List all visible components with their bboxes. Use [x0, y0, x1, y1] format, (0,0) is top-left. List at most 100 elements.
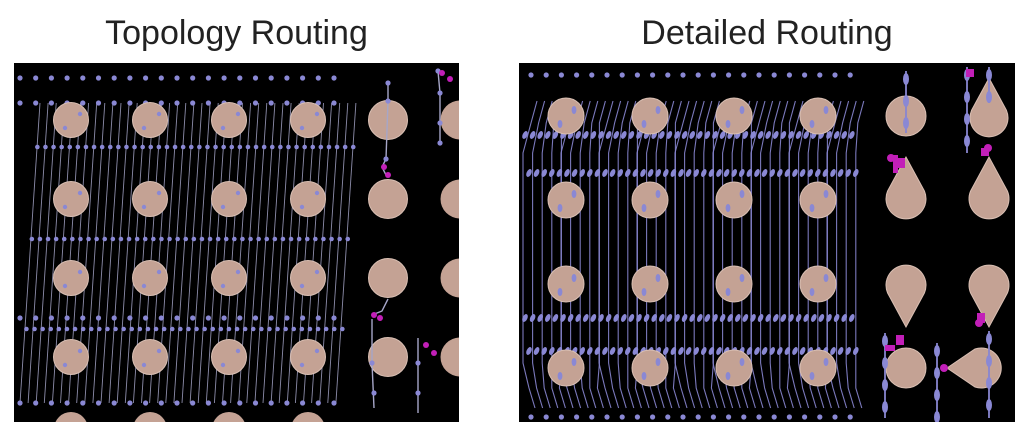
via [286, 144, 291, 150]
via [190, 75, 196, 81]
via [299, 204, 305, 210]
teardrop-via [557, 204, 563, 212]
teardrop-via [934, 389, 940, 401]
teardrop-via [704, 131, 711, 139]
topology-routing-title: Topology Routing [105, 14, 368, 52]
teardrop-via [882, 335, 888, 347]
via [33, 315, 39, 321]
via [143, 75, 149, 81]
via [141, 125, 147, 131]
via [127, 75, 133, 81]
topology-wire [437, 70, 441, 143]
via [56, 326, 62, 332]
teardrop-pad [885, 264, 927, 329]
pad [132, 102, 168, 138]
via [756, 72, 762, 78]
teardrop-via [837, 347, 844, 355]
teardrop-via [613, 314, 620, 322]
teardrop-via [776, 169, 783, 177]
teardrop-via [986, 69, 992, 81]
via [221, 144, 226, 150]
via [558, 72, 564, 78]
via [313, 236, 318, 242]
via [252, 100, 259, 106]
teardrop-via [746, 347, 753, 355]
via [158, 100, 164, 106]
teardrop-via [693, 169, 700, 177]
teardrop-via [848, 131, 855, 139]
via [221, 315, 227, 321]
via [64, 400, 70, 406]
topology-wire [205, 102, 227, 404]
via [205, 100, 211, 106]
via [726, 72, 732, 78]
via [314, 111, 320, 117]
teardrop-via [964, 113, 970, 125]
pad [55, 412, 87, 422]
teardrop-via [557, 372, 563, 380]
via [437, 120, 443, 126]
via [167, 236, 172, 242]
teardrop-via [598, 131, 604, 139]
pad [547, 97, 585, 135]
teardrop-via [693, 347, 700, 355]
teardrop-via [882, 379, 888, 391]
teardrop-via [725, 204, 731, 212]
via [832, 72, 838, 78]
teardrop-via [823, 358, 829, 366]
teardrop-via [541, 169, 548, 177]
pad [799, 181, 837, 219]
via [272, 236, 278, 242]
detailed-wire [598, 100, 614, 409]
teardrop-via [605, 131, 612, 139]
via [314, 190, 320, 196]
teardrop-via [769, 169, 776, 177]
teardrop-via [769, 347, 776, 355]
teardrop-via [689, 131, 696, 139]
via [245, 144, 251, 150]
teardrop-via [571, 274, 577, 282]
via [159, 236, 164, 242]
via [315, 315, 321, 321]
teardrop-via [571, 190, 577, 198]
teardrop-via [734, 314, 741, 322]
via [234, 326, 240, 332]
teardrop-via [830, 169, 836, 177]
teardrop-pad [969, 77, 1009, 138]
via [314, 269, 320, 275]
via [321, 236, 326, 242]
via [268, 75, 274, 81]
via [86, 236, 91, 242]
pad [440, 100, 459, 140]
pad [290, 339, 326, 375]
drc-marker [447, 76, 453, 82]
via [383, 156, 389, 162]
teardrop-via [674, 131, 680, 139]
teardrop-via [582, 314, 589, 322]
teardrop-via [670, 347, 677, 355]
via [650, 72, 656, 78]
teardrop-via [609, 169, 616, 177]
teardrop-via [739, 274, 745, 282]
via [253, 144, 259, 150]
teardrop-via [678, 169, 684, 177]
teardrop-via [522, 314, 528, 322]
via [134, 236, 140, 242]
drc-marker [423, 342, 429, 348]
via [342, 144, 348, 150]
teardrop-via [716, 347, 722, 355]
drc-marker [381, 164, 387, 170]
topology-wire [335, 102, 357, 404]
topology-routing-panel [14, 63, 459, 422]
via [140, 144, 145, 150]
teardrop-via [579, 347, 586, 355]
topology-wire [19, 102, 41, 404]
teardrop-via [780, 131, 787, 139]
via [80, 326, 86, 332]
teardrop-via [579, 169, 586, 177]
teardrop-via [628, 131, 635, 139]
via [242, 326, 248, 332]
teardrop-via [613, 131, 620, 139]
topology-wire [181, 102, 203, 404]
teardrop-via [641, 120, 647, 128]
